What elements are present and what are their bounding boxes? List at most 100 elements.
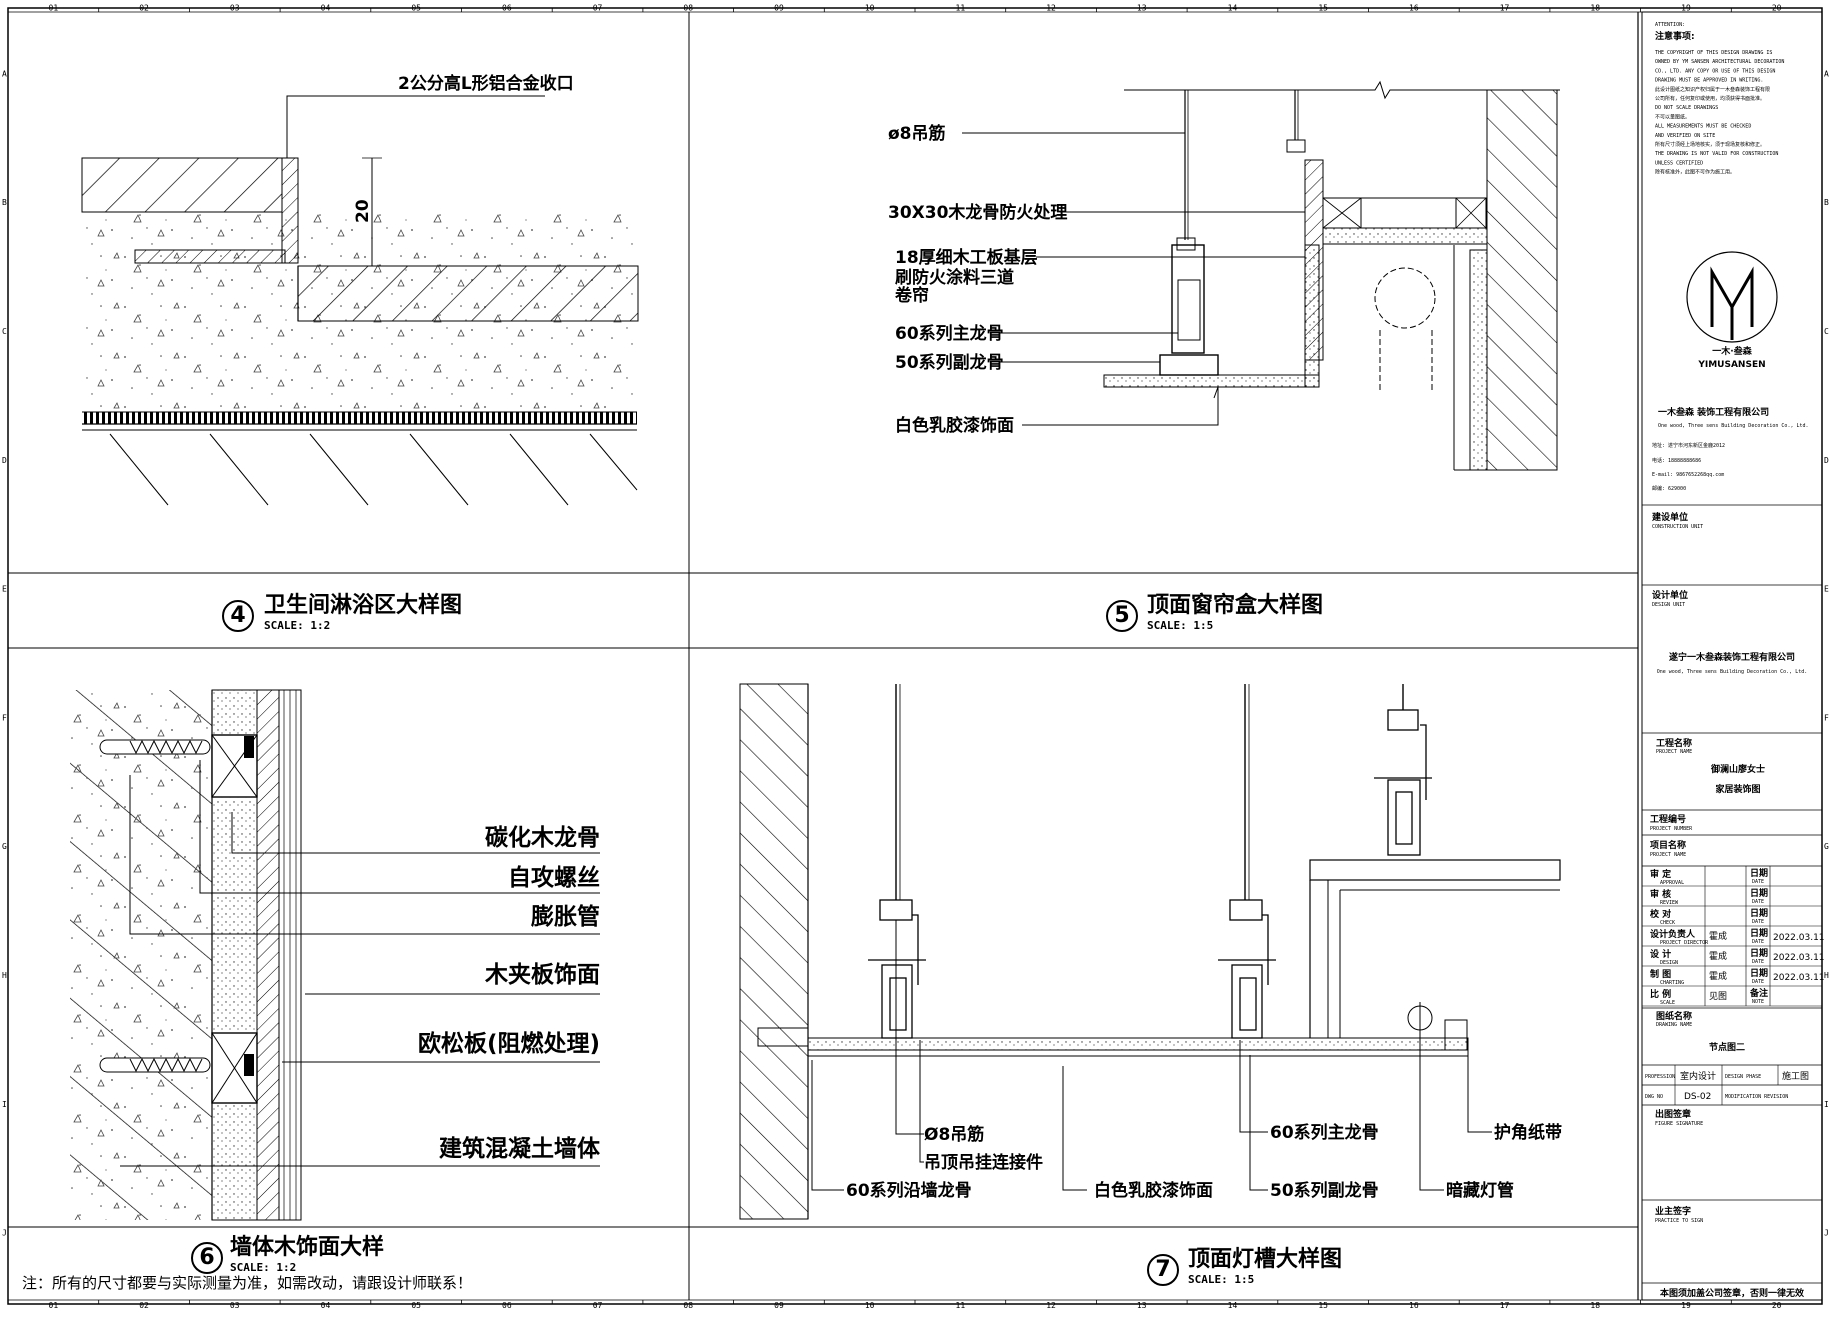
- logo-cn: 一木·叁森: [1712, 345, 1752, 357]
- grid-column-label: 02: [139, 1301, 149, 1310]
- grid-column-label: 17: [1500, 1301, 1510, 1310]
- role-date-label-en: DATE: [1752, 939, 1764, 945]
- profession-label: PROFESSION: [1645, 1074, 1675, 1080]
- grid-row-label: H: [2, 971, 7, 980]
- detail-6-label-screw: 自攻螺丝: [508, 864, 600, 891]
- grid-column-label: 13: [1137, 4, 1147, 13]
- role-label-en: PROJECT DIRECTOR: [1660, 940, 1709, 946]
- role-name: 见图: [1709, 991, 1727, 1002]
- company-logo: 一木·叁森 YIMUSANSEN: [1686, 251, 1778, 370]
- detail-7-scale: SCALE: 1:5: [1188, 1273, 1254, 1286]
- grid-row-label: G: [2, 842, 7, 851]
- role-date-label-en: DATE: [1752, 959, 1764, 965]
- title-block: ATTENTION: 注意事项: THE COPYRIGHT OF THIS D…: [1641, 11, 1825, 1301]
- grid-column-label: 11: [956, 4, 966, 13]
- owner-sign-label-en: PRACTICE TO SIGN: [1655, 1218, 1703, 1224]
- drawing-name-label: 图纸名称: [1656, 1010, 1692, 1022]
- grid-column-label: 07: [593, 1301, 603, 1310]
- attention-line: 不可以量图纸。: [1655, 113, 1690, 120]
- role-date-label-en: DATE: [1752, 979, 1764, 985]
- detail-6-label-keel: 碳化木龙骨: [485, 824, 600, 851]
- grid-column-label: 12: [1046, 1301, 1056, 1310]
- grid-column-label: 13: [1137, 1301, 1147, 1310]
- detail-6-number: 6: [199, 1245, 214, 1270]
- role-date-label: 日期: [1750, 887, 1768, 899]
- grid-column-label: 16: [1409, 1301, 1419, 1310]
- detail-4-title: 卫生间淋浴区大样图: [264, 592, 462, 618]
- grid-column-labels: 0101020203030404050506060707080809091010…: [49, 4, 1782, 1311]
- grid-row-label: F: [1824, 713, 1829, 722]
- item-name-label-en: PROJECT NAME: [1650, 852, 1686, 858]
- project-name-label-en: PROJECT NAME: [1656, 749, 1692, 755]
- design-phase-value: 施工图: [1782, 1070, 1809, 1082]
- role-label-en: REVIEW: [1660, 900, 1679, 906]
- role-date: 2022.03.11: [1773, 953, 1825, 963]
- grid-row-label: D: [2, 456, 7, 465]
- detail-7-title: 顶面灯槽大样图: [1188, 1246, 1342, 1272]
- role-label: 制 图: [1650, 968, 1671, 980]
- grid-row-label: G: [1824, 842, 1829, 851]
- role-date-label-en: DATE: [1752, 919, 1764, 925]
- role-date-label-en: NOTE: [1752, 999, 1764, 1005]
- role-name: 霍成: [1709, 950, 1727, 962]
- detail-7-number: 7: [1155, 1257, 1170, 1282]
- detail-5-title-block: 5 顶面窗帘盒大样图 SCALE: 1:5: [1106, 592, 1323, 632]
- figure-signature-label-en: FIGURE SIGNATURE: [1655, 1121, 1703, 1127]
- grid-row-label: J: [1824, 1229, 1829, 1238]
- role-label: 校 对: [1650, 908, 1671, 920]
- grid-row-label: E: [1824, 585, 1829, 594]
- grid-column-label: 07: [593, 4, 603, 13]
- role-label: 设 计: [1650, 948, 1671, 960]
- detail-5-drawing: [962, 80, 1560, 471]
- detail-4-number: 4: [230, 603, 245, 628]
- grid-row-label: I: [2, 1100, 7, 1109]
- grid-column-label: 18: [1590, 4, 1600, 13]
- attention-line: 公司所有，任何复印或使用，均须获得书面批准。: [1655, 95, 1765, 102]
- grid-row-label: B: [2, 198, 7, 207]
- grid-column-label: 03: [230, 4, 240, 13]
- detail-5-number: 5: [1114, 603, 1129, 628]
- grid-row-label: F: [2, 713, 7, 722]
- role-date: 2022.03.11: [1773, 973, 1825, 983]
- detail-7-title-block: 7 顶面灯槽大样图 SCALE: 1:5: [1147, 1246, 1342, 1286]
- grid-row-label: B: [1824, 198, 1829, 207]
- detail-6-scale: SCALE: 1:2: [230, 1261, 296, 1274]
- grid-column-label: 05: [411, 1301, 421, 1310]
- role-label: 审 核: [1650, 888, 1671, 900]
- grid-column-label: 08: [683, 4, 693, 13]
- grid-column-label: 09: [774, 1301, 784, 1310]
- item-name-label: 项目名称: [1650, 839, 1686, 851]
- detail-6-label-wall: 建筑混凝土墙体: [439, 1135, 601, 1162]
- detail-4-drawing: [81, 95, 639, 506]
- title-block-footer: 本图须加盖公司签章，否则一律无效: [1660, 1287, 1805, 1299]
- detail-7-label-finish: 白色乳胶漆饰面: [1094, 1180, 1213, 1201]
- detail-6-label-plywood: 木夹板饰面: [484, 961, 600, 988]
- detail-6-drawing: [70, 689, 600, 1221]
- contact-phone: 电话: 18888888686: [1652, 457, 1701, 464]
- grid-column-label: 11: [956, 1301, 966, 1310]
- grid-row-label: J: [2, 1229, 7, 1238]
- grid-column-label: 20: [1772, 1301, 1782, 1310]
- grid-column-label: 06: [502, 4, 512, 13]
- design-phase-label: DESIGN PHASE: [1725, 1074, 1761, 1080]
- role-label-en: SCALE: [1660, 1000, 1675, 1006]
- grid-column-label: 02: [139, 4, 149, 13]
- detail-4-edge-label: 2公分高L形铝合金收口: [398, 73, 574, 94]
- role-label-en: DESIGN: [1660, 960, 1678, 966]
- role-date-label-en: DATE: [1752, 879, 1764, 885]
- role-label: 设计负责人: [1650, 928, 1696, 940]
- grid-row-label: D: [1824, 456, 1829, 465]
- grid-row-label: H: [1824, 971, 1829, 980]
- role-label: 审 定: [1650, 868, 1672, 880]
- attention-line: 此设计图纸之知识产权归属于一木叁森装饰工程有限: [1655, 86, 1770, 93]
- attention-line: ALL MEASUREMENTS MUST BE CHECKED: [1655, 124, 1751, 130]
- detail-7-label-tape: 护角纸带: [1494, 1122, 1562, 1143]
- attention-line: AND VERIFIED ON SITE: [1655, 133, 1715, 139]
- detail-7-label-connector: 吊顶吊挂连接件: [924, 1152, 1043, 1173]
